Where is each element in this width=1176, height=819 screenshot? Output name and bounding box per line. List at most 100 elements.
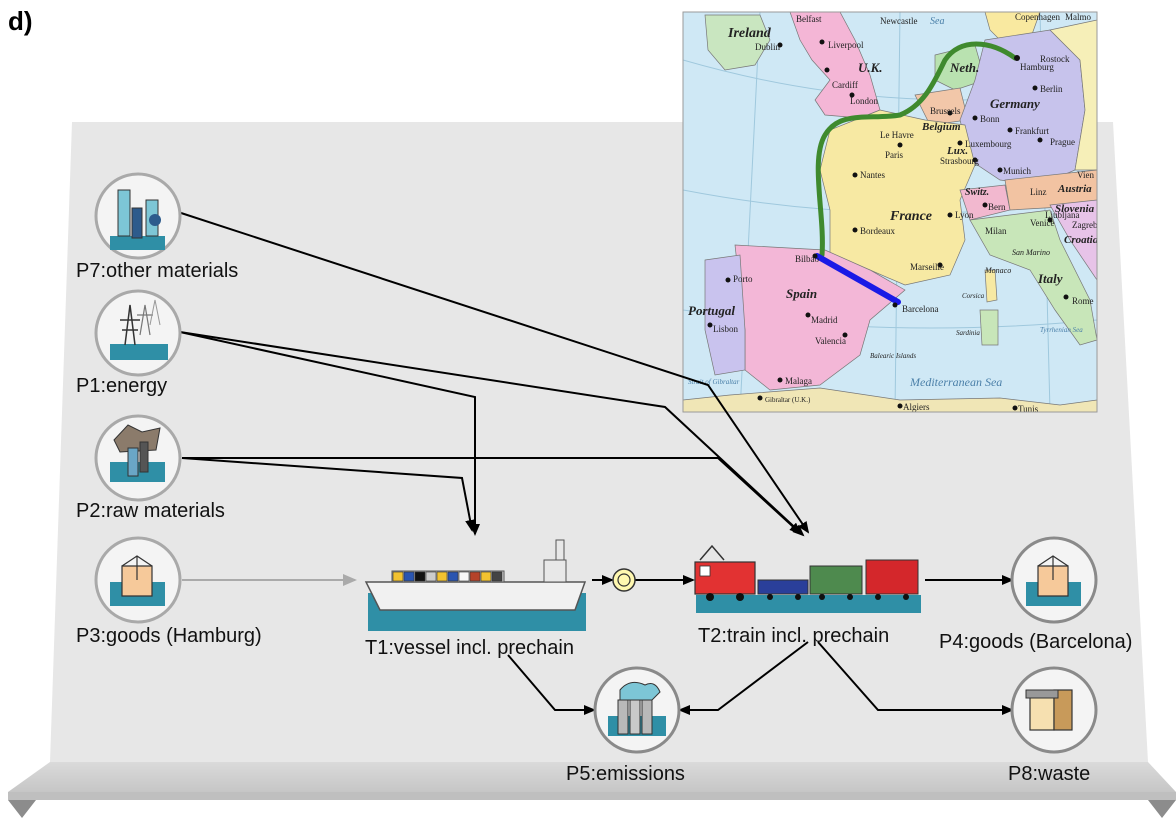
map-city-tyrrhenian: Tyrrhenian Sea: [1040, 326, 1083, 334]
arrow-p2-t1: [181, 457, 476, 532]
vessel-route: [815, 41, 1018, 258]
map-city-dublin: Dublin: [755, 42, 781, 52]
map-label-italy: Italy: [1037, 271, 1063, 286]
train-route: [814, 253, 901, 305]
balkan-shape: [1049, 199, 1097, 281]
portugal-shape: [704, 254, 746, 376]
map-city-brussels: Brussels: [930, 106, 961, 116]
map-city-paris: Paris: [885, 150, 903, 160]
map-city-madrid: Madrid: [811, 315, 838, 325]
map-city-hamburg: Hamburg: [1020, 62, 1054, 72]
map-label-ireland: Ireland: [727, 26, 772, 41]
map-city-algiers: Algiers: [903, 402, 930, 412]
p3-goods-hamburg-icon[interactable]: [94, 536, 182, 624]
arrow-t1-p5: [507, 654, 596, 715]
map-city-rostock: Rostock: [1040, 54, 1070, 64]
map-city-newcastle: Newcastle: [880, 16, 917, 26]
map-label-netherlands: Neth.: [949, 60, 979, 75]
corsica-shape: [984, 269, 998, 303]
p2-label: P2:raw materials: [76, 500, 225, 522]
p7-other-materials-icon[interactable]: [94, 172, 182, 260]
map-city-linz: Linz: [1030, 187, 1047, 197]
italy-shape: [969, 209, 1097, 346]
arrow-t2-p5: [678, 641, 809, 715]
t1-label: T1:vessel incl. prechain: [365, 637, 574, 659]
map-city-liverpool: Liverpool: [828, 40, 864, 50]
map-city-le-havre: Le Havre: [880, 130, 914, 140]
map-city-lyon: Lyon: [955, 210, 974, 220]
map-city-cardiff: Cardiff: [832, 80, 858, 90]
north-africa-shape: [683, 387, 1097, 412]
p4-goods-barcelona-icon[interactable]: [1010, 536, 1098, 624]
floor-bar-edge: [8, 792, 1176, 800]
france-shape: [819, 109, 976, 286]
map-label-austria: Austria: [1057, 183, 1092, 195]
arrow-p7-t2: [177, 211, 810, 534]
map-city-lisbon: Lisbon: [713, 324, 739, 334]
map-city-frankfurt: Frankfurt: [1015, 126, 1049, 136]
p1-energy-icon[interactable]: [94, 289, 182, 377]
map-city-belfast: Belfast: [796, 14, 822, 24]
p1-label: P1:energy: [76, 375, 168, 397]
p3-label: P3:goods (Hamburg): [76, 625, 262, 647]
t1-vessel-icon[interactable]: [364, 539, 587, 631]
map-city-bonn: Bonn: [980, 114, 1000, 124]
map-label-mediterranean: Mediterranean Sea: [909, 375, 1002, 389]
flow-arrows: [177, 211, 1014, 715]
p4-label: P4:goods (Barcelona): [939, 631, 1133, 653]
map-city-zagreb: Zagreb: [1072, 220, 1098, 230]
p2-raw-materials-icon[interactable]: [94, 414, 182, 502]
uk-shape: [789, 12, 881, 119]
map-label-portugal: Portugal: [688, 303, 735, 318]
map-city-bern: Bern: [988, 202, 1006, 212]
map-city-rome: Rome: [1072, 296, 1094, 306]
map-label-sea: Sea: [930, 16, 944, 27]
map-city-sardinia: Sardinia: [956, 329, 980, 337]
panel-label: d): [8, 6, 33, 36]
map-city-london: London: [850, 96, 878, 106]
map-label-germany: Germany: [990, 96, 1040, 111]
arrow-p1-t1: [179, 331, 480, 536]
map-city-munich: Munich: [1003, 166, 1031, 176]
map-label-monaco: Monaco: [984, 266, 1011, 275]
map-label-belgium: Belgium: [921, 121, 961, 133]
map-city-porto: Porto: [733, 274, 753, 284]
ireland-shape: [704, 14, 771, 71]
east-shape: [1049, 19, 1097, 171]
map-label-switz: Switz.: [965, 187, 989, 198]
map-city-balearic: Balearic Islands: [870, 352, 916, 360]
map-label-uk: U.K.: [858, 60, 883, 75]
map-city-strasbourg: Strasbourg: [940, 156, 979, 166]
p7-label: P7:other materials: [76, 260, 239, 282]
austria-shape: [1004, 169, 1097, 211]
map-city-strait: Strait of Gibraltar: [688, 378, 740, 386]
map-label-france: France: [889, 209, 932, 224]
map-city-gibraltar: Gibraltar (U.K.): [765, 396, 811, 404]
map-city-nantes: Nantes: [860, 170, 885, 180]
map-city-prague: Prague: [1050, 137, 1075, 147]
map-city-malmo: Malmo: [1065, 12, 1091, 22]
t2-label: T2:train incl. prechain: [698, 625, 890, 647]
map-city-vienna: Vien: [1077, 170, 1094, 180]
map-city-venice: Venice: [1030, 218, 1055, 228]
map-city-marseille: Marseille: [910, 262, 944, 272]
floor-right-arrowhead: [1148, 800, 1176, 818]
map-city-luxembourg: Luxembourg: [965, 139, 1012, 149]
p8-label: P8:waste: [1008, 763, 1091, 785]
map-city-milan: Milan: [985, 226, 1007, 236]
map-label-lux: Lux.: [946, 145, 968, 157]
map-city-ljubljana: Ljubljana: [1045, 210, 1080, 220]
map-city-valencia: Valencia: [815, 336, 846, 346]
p5-emissions-icon[interactable]: [593, 666, 681, 754]
map-city-copenhagen: Copenhagen: [1015, 12, 1060, 22]
t2-train-icon[interactable]: [694, 544, 921, 613]
sardinia-shape: [979, 309, 999, 346]
map-city-bordeaux: Bordeaux: [860, 226, 895, 236]
map-label-san-marino: San Marino: [1012, 248, 1050, 257]
map-city-corsica: Corsica: [962, 292, 985, 300]
map-city-tunis: Tunis: [1018, 404, 1039, 414]
p8-waste-icon[interactable]: [1010, 666, 1098, 754]
arrow-p2-t2: [182, 457, 802, 535]
map-city-berlin: Berlin: [1040, 84, 1063, 94]
